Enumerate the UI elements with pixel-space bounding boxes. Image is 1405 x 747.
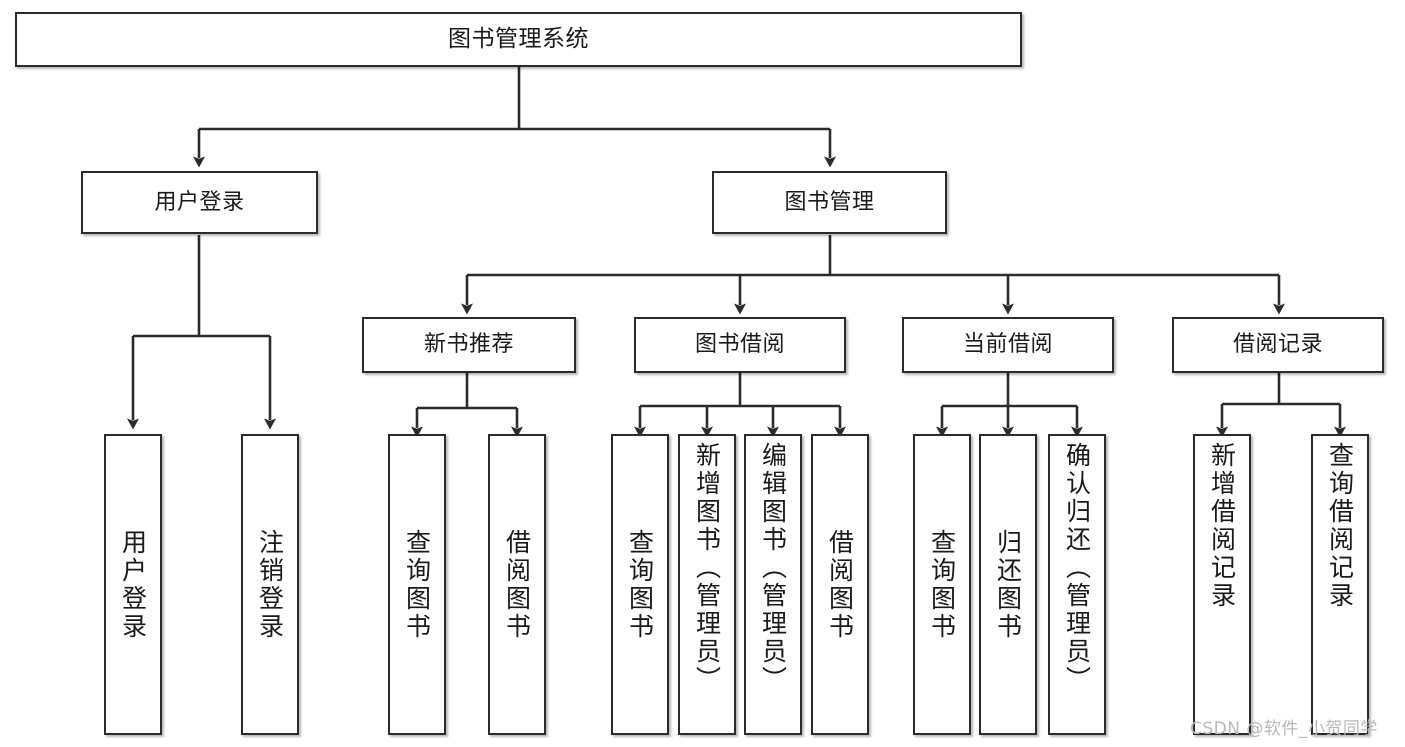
leaf-current-borrow-query-book[interactable]: 查询图书 <box>913 434 971 735</box>
node-label: 确认归还（管理员） <box>1062 442 1092 694</box>
node-label: 当前借阅 <box>962 332 1053 358</box>
leaf-borrow-record-add-record[interactable]: 新增借阅记录 <box>1193 434 1251 735</box>
node-label: 用户登录 <box>118 528 148 641</box>
node-label: 查询图书 <box>927 528 957 641</box>
leaf-user-login-login[interactable]: 用户登录 <box>104 434 162 735</box>
node-label: 借阅记录 <box>1232 332 1323 358</box>
node-book-management[interactable]: 图书管理 <box>712 171 947 234</box>
leaf-book-borrow-edit-book-admin[interactable]: 编辑图书（管理员） <box>744 434 802 735</box>
node-label: 图书管理 <box>784 189 875 215</box>
node-label: 新增借阅记录 <box>1207 442 1237 610</box>
watermark-text: CSDN @软件_小贺同学 <box>1190 719 1378 739</box>
node-label: 新书推荐 <box>423 332 514 358</box>
leaf-borrow-record-query-record[interactable]: 查询借阅记录 <box>1311 434 1369 735</box>
leaf-current-borrow-return-book[interactable]: 归还图书 <box>979 434 1037 735</box>
node-label: 新增图书（管理员） <box>692 442 722 694</box>
leaf-user-login-logout[interactable]: 注销登录 <box>241 434 299 735</box>
leaf-current-borrow-confirm-return-admin[interactable]: 确认归还（管理员） <box>1048 434 1106 735</box>
node-label: 归还图书 <box>993 528 1023 641</box>
node-new-book-recommend[interactable]: 新书推荐 <box>362 317 576 373</box>
node-label: 查询借阅记录 <box>1325 442 1355 610</box>
leaf-new-book-borrow-book[interactable]: 借阅图书 <box>488 434 546 735</box>
node-label: 图书管理系统 <box>448 25 589 52</box>
node-borrow-record[interactable]: 借阅记录 <box>1172 317 1384 373</box>
node-label: 编辑图书（管理员） <box>758 442 788 694</box>
leaf-book-borrow-borrow-book[interactable]: 借阅图书 <box>811 434 869 735</box>
leaf-new-book-query-book[interactable]: 查询图书 <box>388 434 446 735</box>
node-label: 用户登录 <box>154 189 245 215</box>
node-label: 借阅图书 <box>502 528 532 641</box>
node-user-login[interactable]: 用户登录 <box>81 171 318 234</box>
leaf-book-borrow-query-book[interactable]: 查询图书 <box>611 434 669 735</box>
node-label: 查询图书 <box>625 528 655 641</box>
node-label: 注销登录 <box>255 528 285 641</box>
node-root-book-management-system[interactable]: 图书管理系统 <box>15 12 1022 67</box>
node-book-borrow[interactable]: 图书借阅 <box>634 317 846 373</box>
node-label: 查询图书 <box>402 528 432 641</box>
leaf-book-borrow-add-book-admin[interactable]: 新增图书（管理员） <box>678 434 736 735</box>
node-label: 图书借阅 <box>694 332 785 358</box>
node-label: 借阅图书 <box>825 528 855 641</box>
node-current-borrow[interactable]: 当前借阅 <box>902 317 1114 373</box>
